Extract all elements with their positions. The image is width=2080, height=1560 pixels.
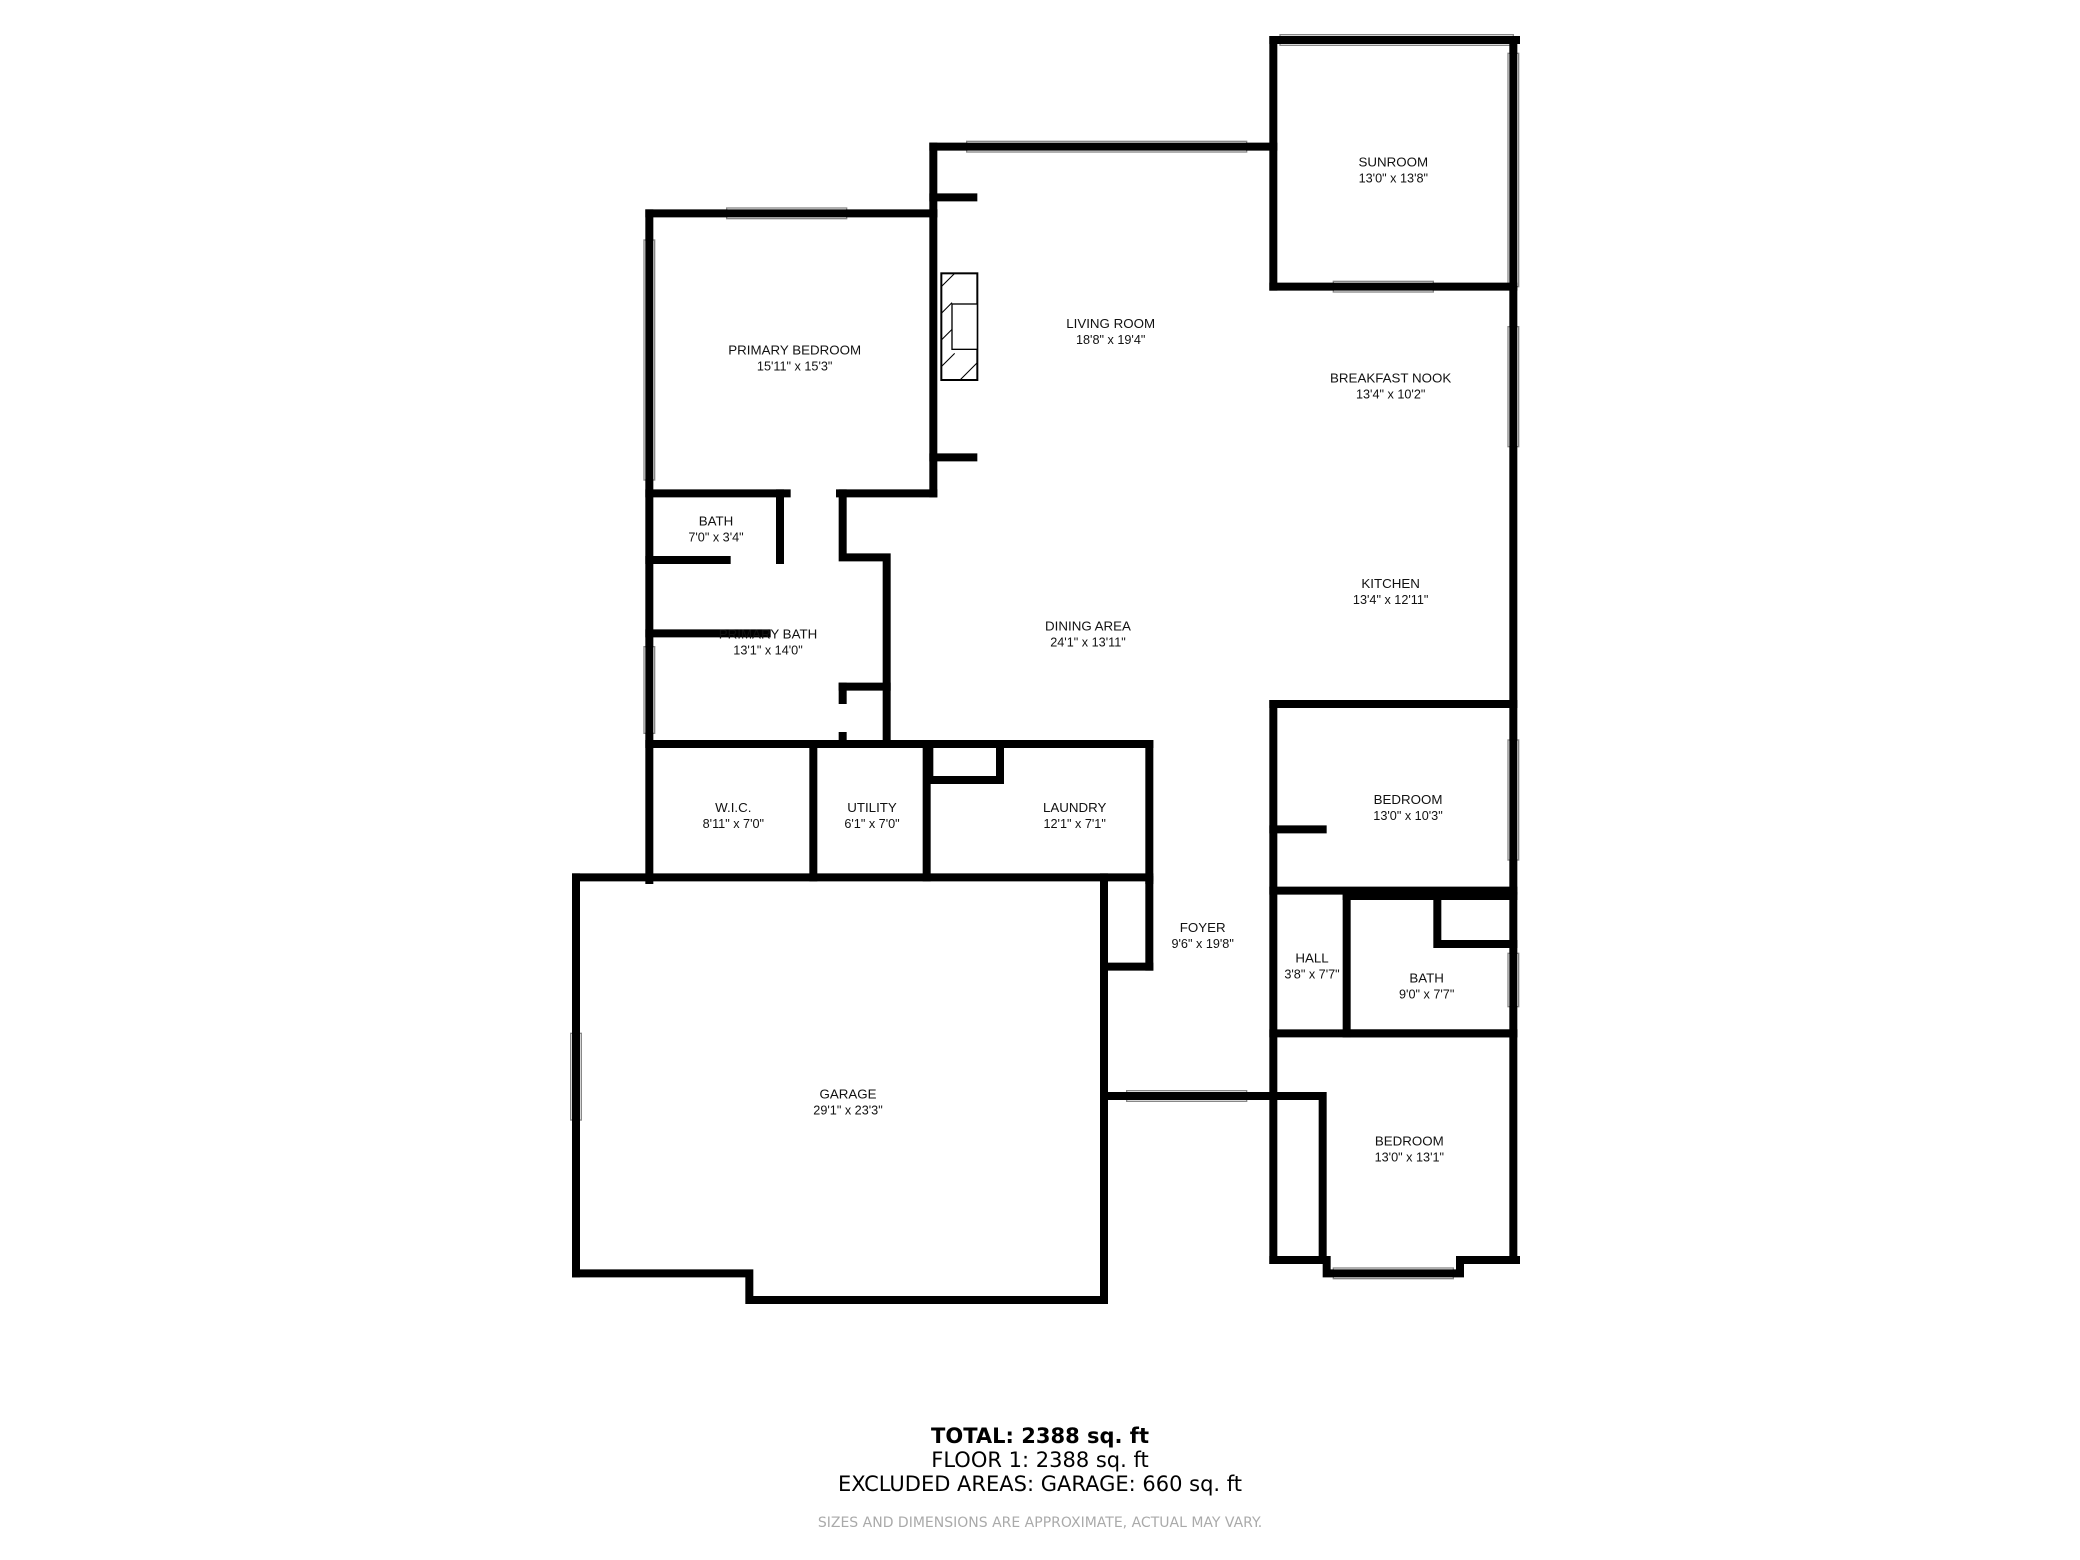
room-name: UTILITY [847,800,897,815]
excluded-area: EXCLUDED AREAS: GARAGE: 660 sq. ft [837,1472,1243,1496]
room-dimensions: 13'0" x 13'1" [1375,1150,1444,1164]
room-name: W.I.C. [715,800,751,815]
room-dimensions: 24'1" x 13'11" [1050,636,1126,650]
floor-area: FLOOR 1: 2388 sq. ft [931,1448,1149,1472]
room-dimensions: 18'8" x 19'4" [1076,333,1145,347]
room-dimensions: 8'11" x 7'0" [703,817,764,831]
room-name: FOYER [1180,920,1226,935]
wall [838,489,891,748]
room-dimensions: 9'0" x 7'7" [1399,988,1454,1002]
room-dimensions: 9'6" x 19'8" [1171,937,1233,951]
room-name: BREAKFAST NOOK [1330,371,1451,386]
room-name: PRIMARY BEDROOM [728,343,861,358]
room-name: BEDROOM [1375,1133,1444,1148]
room-name: PRIMARY BATH [719,627,818,642]
room-name: BEDROOM [1374,792,1443,807]
wall [1269,1256,1520,1278]
room-name: HALL [1295,951,1328,966]
room-dimensions: 6'1" x 7'0" [844,817,899,831]
room-name: BATH [699,513,734,528]
wall [1269,1092,1327,1264]
room-name: DINING AREA [1045,619,1131,634]
total-area: TOTAL: 2388 sq. ft [931,1424,1149,1448]
room-name: SUNROOM [1359,155,1429,170]
walls [572,36,1520,1304]
room-dimensions: 12'1" x 7'1" [1043,817,1105,831]
room-name: KITCHEN [1361,576,1419,591]
room-dimensions: 3'8" x 7'7" [1284,968,1339,982]
room-name: BATH [1409,971,1444,986]
room-dimensions: 15'11" x 15'3" [757,360,833,374]
room-dimensions: 13'0" x 13'8" [1359,172,1428,186]
room-dimensions: 13'0" x 10'3" [1373,809,1442,823]
room-name: GARAGE [819,1087,876,1102]
wall [572,1269,1108,1304]
room-name: LIVING ROOM [1066,316,1155,331]
room-dimensions: 7'0" x 3'4" [688,530,743,544]
wall [1433,892,1518,948]
disclaimer: SIZES AND DIMENSIONS ARE APPROXIMATE, AC… [817,1515,1263,1531]
room-name: LAUNDRY [1043,800,1107,815]
room-dimensions: 13'1" x 14'0" [733,644,802,658]
wall [925,740,1004,784]
room-dimensions: 13'4" x 12'11" [1353,593,1429,607]
windows [570,34,1520,1280]
room-dimensions: 13'4" x 10'2" [1356,388,1425,402]
room-labels: SUNROOM 13'0" x 13'8" LIVING ROOM 18'8" x 1… [688,155,1454,1165]
room-dimensions: 29'1" x 23'3" [813,1104,882,1118]
fireplace [940,272,979,381]
